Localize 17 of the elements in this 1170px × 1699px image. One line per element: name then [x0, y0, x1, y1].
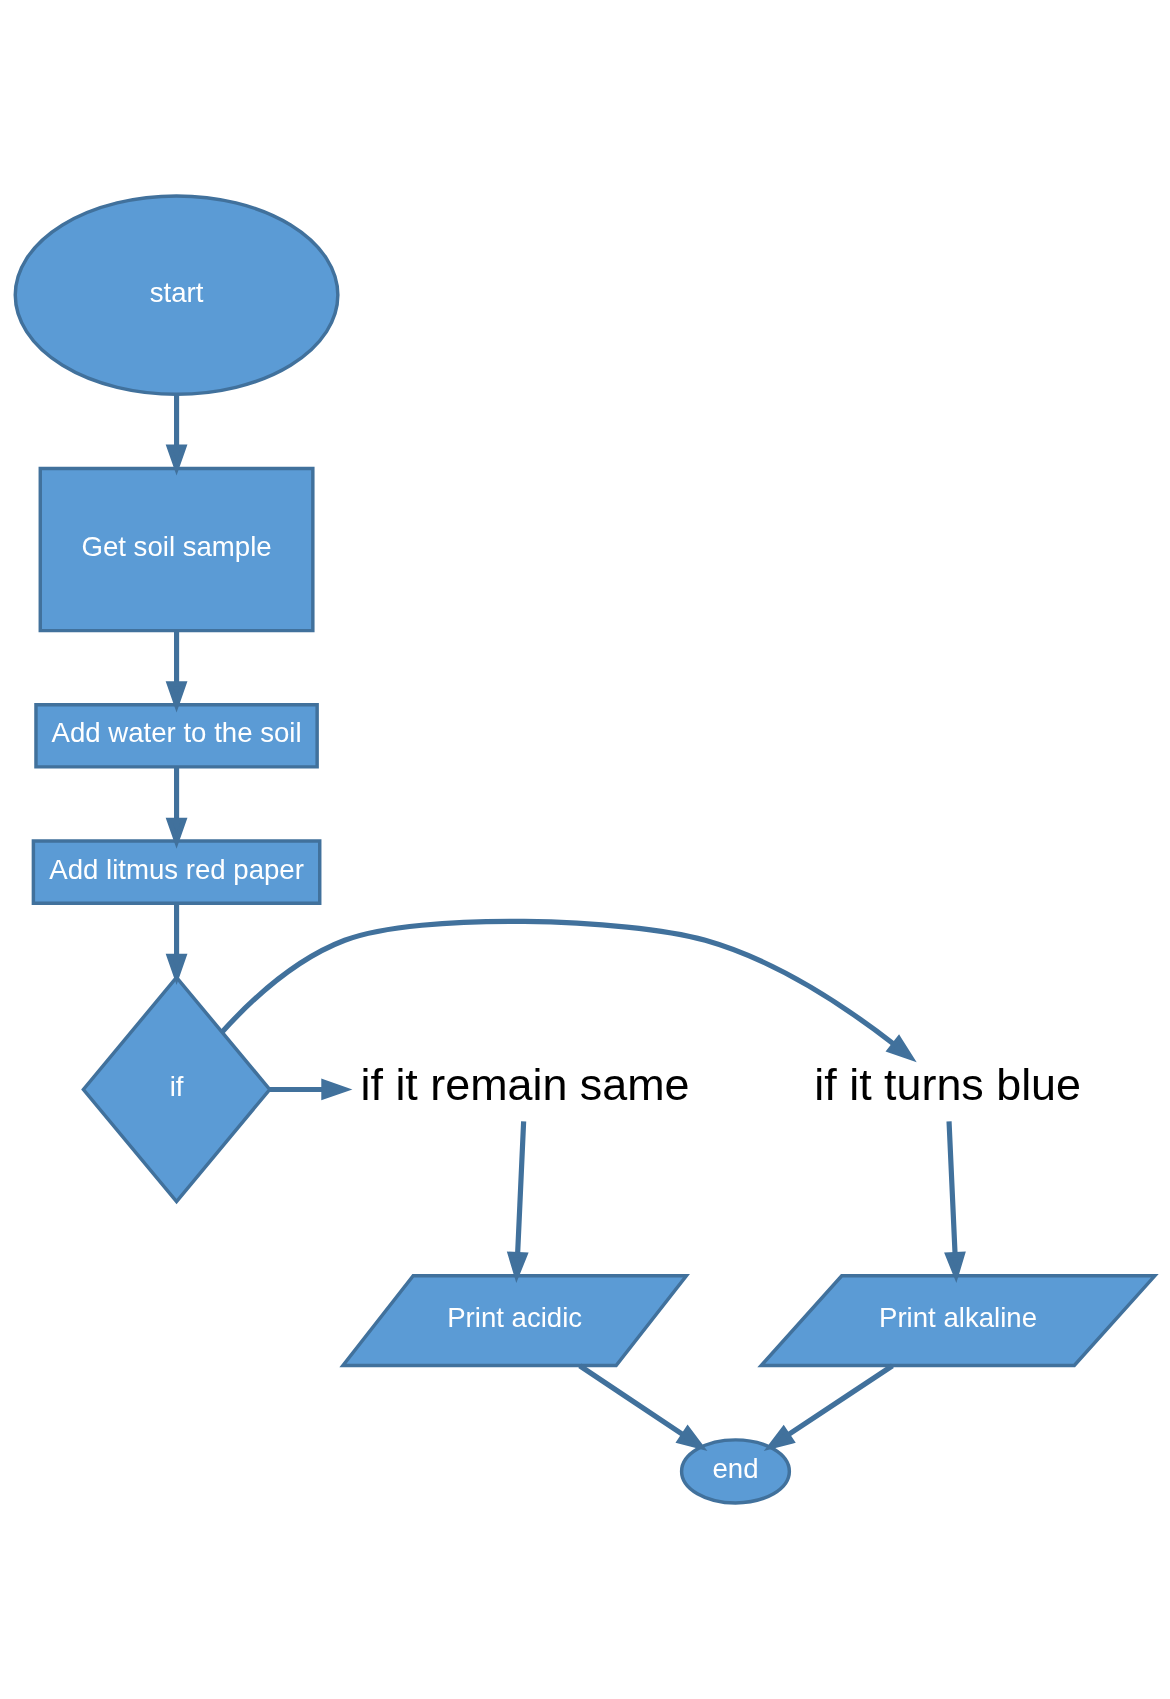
- node-text: if it turns blue: [814, 1059, 1082, 1111]
- node-text: if it remain same: [360, 1059, 690, 1111]
- node-box: Get soil sample: [38, 466, 315, 633]
- arrow: [165, 903, 188, 985]
- arrow: [506, 1121, 529, 1284]
- arrow: [165, 767, 188, 849]
- arrow: [763, 1363, 894, 1451]
- arrow: [944, 1121, 966, 1284]
- node-ellipse: start: [13, 194, 340, 396]
- node-box: Add litmus red paper: [31, 839, 322, 905]
- arrow: [269, 1078, 353, 1101]
- arrow: [165, 630, 188, 713]
- node-ellipse: end: [679, 1438, 792, 1505]
- arrow: [165, 394, 188, 476]
- arrow: [220, 918, 917, 1063]
- node-box: Add water to the soil: [34, 703, 319, 769]
- arrow: [578, 1363, 708, 1451]
